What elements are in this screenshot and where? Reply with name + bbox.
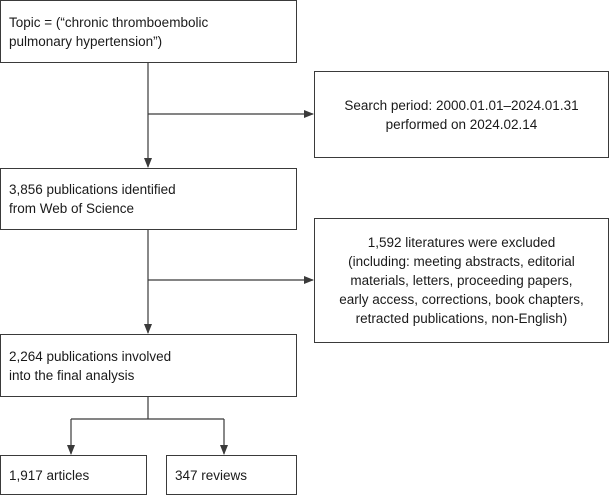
search-period-text: Search period: 2000.01.01–2024.01.31 per… bbox=[344, 97, 579, 132]
reviews-box: 347 reviews bbox=[166, 455, 297, 495]
identified-text: 3,856 publications identified from Web o… bbox=[9, 182, 176, 216]
topic-box: Topic = (“chronic thromboembolic pulmona… bbox=[0, 0, 297, 63]
articles-text: 1,917 articles bbox=[9, 467, 90, 483]
excluded-box: 1,592 literatures were excluded (includi… bbox=[314, 218, 609, 343]
search-period-box: Search period: 2000.01.01–2024.01.31 per… bbox=[314, 71, 609, 158]
final-analysis-box: 2,264 publications involved into the fin… bbox=[0, 334, 297, 397]
final-analysis-text: 2,264 publications involved into the fin… bbox=[9, 348, 172, 383]
identified-box: 3,856 publications identified from Web o… bbox=[0, 168, 297, 230]
excluded-text: 1,592 literatures were excluded (includi… bbox=[339, 235, 584, 326]
topic-text: Topic = (“chronic thromboembolic pulmona… bbox=[9, 14, 209, 49]
articles-box: 1,917 articles bbox=[0, 455, 147, 495]
reviews-text: 347 reviews bbox=[175, 467, 248, 483]
